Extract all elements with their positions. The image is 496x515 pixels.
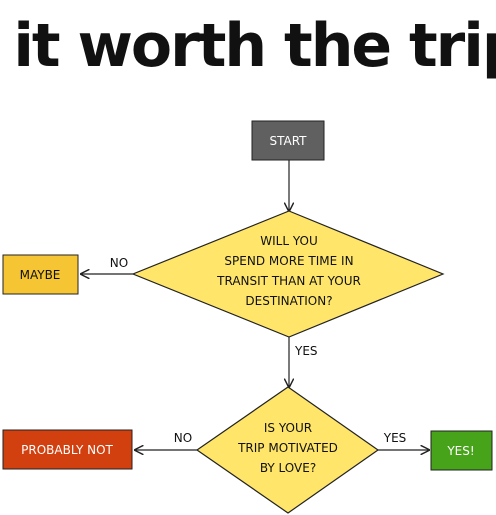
- decision-transit-line-2: SPEND MORE TIME IN: [224, 254, 353, 268]
- start-node-box: [251, 120, 325, 161]
- decision-love-line-2: TRIP MOTIVATED: [237, 441, 338, 455]
- start-node-label: START: [269, 134, 307, 148]
- result-maybe: MAYBE: [2, 254, 79, 295]
- edge-label-love-yes: YES: [383, 431, 407, 445]
- result-probably-not-box: [2, 429, 133, 470]
- decision-transit-line-4: DESTINATION?: [245, 294, 332, 308]
- decision-love-diamond: [195, 386, 380, 514]
- edge-label-transit-yes: YES: [294, 344, 318, 358]
- page-title: Is it worth the trip?: [0, 11, 496, 81]
- edge-label-transit-no: NO: [110, 256, 128, 270]
- decision-transit-line-1: WILL YOU: [260, 234, 318, 248]
- decision-transit: WILL YOU SPEND MORE TIME IN TRANSIT THAN…: [131, 210, 445, 338]
- decision-love-line-1: IS YOUR: [264, 421, 312, 435]
- result-probably-not-label: PROBABLY NOT: [21, 443, 113, 457]
- decision-love-line-3: BY LOVE?: [260, 461, 316, 475]
- decision-transit-line-3: TRANSIT THAN AT YOUR: [216, 274, 361, 288]
- decision-love: IS YOUR TRIP MOTIVATED BY LOVE?: [195, 386, 380, 514]
- result-maybe-box: [2, 254, 79, 295]
- result-probably-not: PROBABLY NOT: [2, 429, 133, 470]
- result-yes-box: [430, 430, 493, 471]
- result-maybe-label: MAYBE: [20, 268, 61, 282]
- start-node: START: [251, 120, 325, 161]
- result-yes-label: YES!: [446, 444, 474, 458]
- result-yes: YES!: [430, 430, 493, 471]
- edge-label-love-no: NO: [174, 431, 192, 445]
- decision-transit-diamond: [131, 210, 445, 338]
